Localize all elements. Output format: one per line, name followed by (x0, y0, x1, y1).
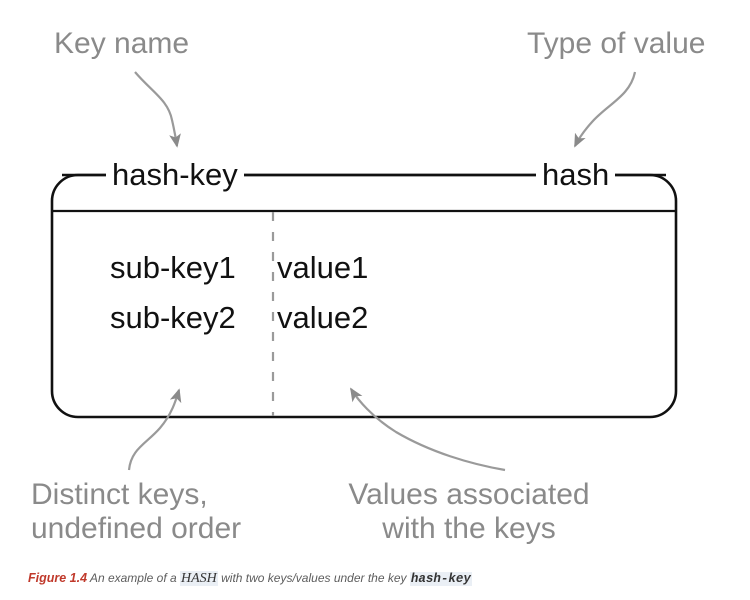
table-row-key: sub-key1 (110, 250, 236, 285)
arrow-distinct-keys (127, 388, 182, 471)
caption-code-hash: HASH (180, 571, 218, 586)
annotation-values-associated: Values associated with the keys (348, 478, 590, 545)
annotation-distinct-keys: Distinct keys, undefined order (31, 478, 242, 545)
table-row-value: value1 (277, 250, 369, 285)
annotation-type-of-value: Type of value (527, 27, 706, 60)
hash-value-type-label: hash (536, 158, 616, 192)
caption-part-2: with two keys/values under the key (217, 571, 410, 585)
hash-key-name-label: hash-key (106, 158, 244, 192)
figure-caption: Figure 1.4 An example of a HASH with two… (28, 570, 472, 587)
arrow-values-associated (350, 387, 506, 472)
caption-code-hash-key: hash-key (409, 572, 472, 586)
figure-number: Figure 1.4 (28, 571, 88, 585)
arrow-key-name (134, 71, 181, 148)
arrow-type-of-value (574, 71, 637, 148)
annotation-key-name: Key name (54, 27, 190, 60)
table-row-value: value2 (277, 300, 369, 335)
caption-part-1: An example of a (87, 571, 180, 585)
table-row-key: sub-key2 (110, 300, 236, 335)
